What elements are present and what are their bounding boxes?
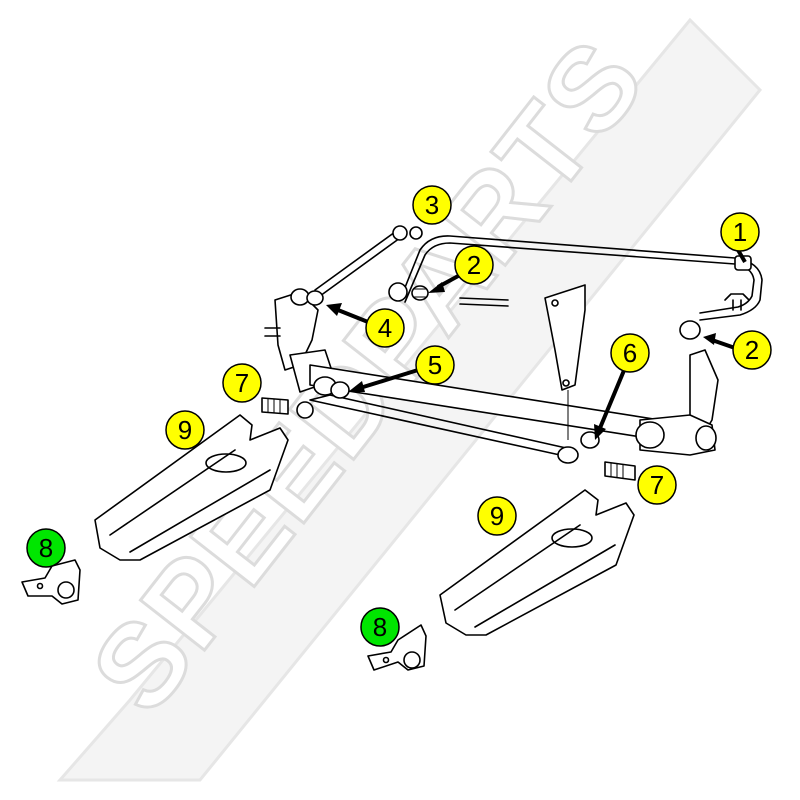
callout-9-right-label: 9 bbox=[490, 501, 504, 531]
upper-link bbox=[314, 225, 423, 297]
callout-7-right-label: 7 bbox=[650, 470, 664, 500]
callout-7-left-label: 7 bbox=[235, 368, 249, 398]
trailing-arm-bushes bbox=[261, 397, 636, 481]
left-mount-bracket bbox=[21, 559, 81, 605]
callout-7-right: 7 bbox=[637, 465, 677, 505]
callout-9-left-label: 9 bbox=[178, 415, 192, 445]
callout-7-left: 7 bbox=[222, 363, 262, 403]
right-trailing-arm bbox=[439, 489, 635, 636]
callout-1: 1 bbox=[720, 212, 760, 252]
callout-8-right: 8 bbox=[360, 607, 400, 647]
right-hub bbox=[635, 349, 719, 456]
callout-2-upper: 2 bbox=[454, 245, 494, 285]
callout-6-label: 6 bbox=[623, 338, 637, 368]
callout-1-label: 1 bbox=[733, 217, 747, 247]
sway-bar-bushes bbox=[388, 282, 701, 340]
callout-5: 5 bbox=[415, 345, 455, 385]
callout-5-label: 5 bbox=[428, 350, 442, 380]
callout-9-right: 9 bbox=[477, 496, 517, 536]
left-trailing-arm bbox=[94, 414, 289, 561]
callout-4-label: 4 bbox=[378, 313, 392, 343]
callout-2-right-label: 2 bbox=[745, 335, 759, 365]
callout-3: 3 bbox=[412, 185, 452, 225]
leader-arrows bbox=[326, 248, 747, 440]
callout-3-label: 3 bbox=[425, 190, 439, 220]
right-mount-bracket bbox=[367, 624, 427, 671]
callout-8-right-label: 8 bbox=[373, 612, 387, 642]
callout-8-left: 8 bbox=[26, 528, 66, 568]
callout-2-upper-label: 2 bbox=[467, 250, 481, 280]
rear-beam bbox=[296, 364, 661, 464]
callout-6: 6 bbox=[610, 333, 650, 373]
callout-2-right: 2 bbox=[732, 330, 772, 370]
callout-4: 4 bbox=[365, 308, 405, 348]
center-bracket bbox=[544, 284, 586, 440]
callout-9-left: 9 bbox=[165, 410, 205, 450]
callout-8-left-label: 8 bbox=[39, 533, 53, 563]
